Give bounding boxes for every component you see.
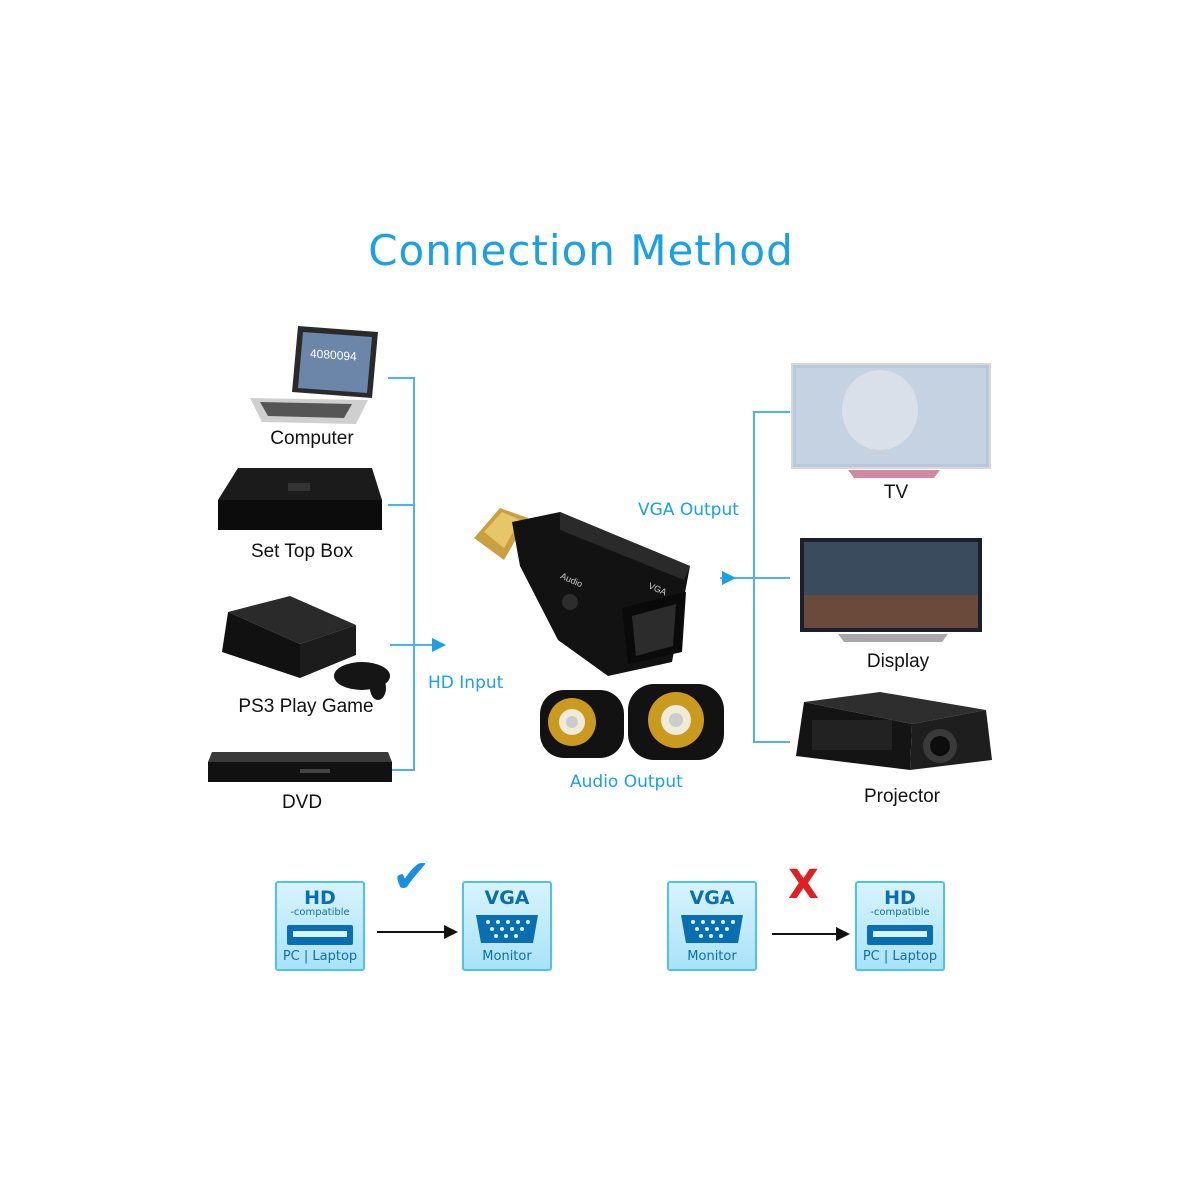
game-console-icon xyxy=(222,596,390,700)
badge-sub: -compatible xyxy=(870,907,930,918)
hd-input-label: HD Input xyxy=(428,673,504,693)
badge-head: VGA xyxy=(689,887,735,909)
vga-monitor-badge-unsupported: VGA Monitor xyxy=(667,881,757,971)
badge-foot: PC | Laptop xyxy=(862,949,938,964)
device-label-dvd: DVD xyxy=(281,792,323,813)
hdmi-vga-adapter-icon xyxy=(474,508,690,676)
cross-icon: X xyxy=(788,862,819,908)
vga-output-label: VGA Output xyxy=(638,500,739,520)
device-label-ps3: PS3 Play Game xyxy=(238,696,374,717)
check-icon: ✔ xyxy=(392,849,431,903)
vga-port-icon xyxy=(476,915,538,943)
badge-foot: Monitor xyxy=(482,949,532,964)
badge-head: HD xyxy=(304,887,336,909)
device-label-computer: Computer xyxy=(270,428,354,449)
hdmi-port-icon xyxy=(287,925,353,945)
laptop-icon xyxy=(250,326,378,424)
badge-head: HD xyxy=(884,887,916,909)
badge-foot: Monitor xyxy=(687,949,737,964)
device-label-tv: TV xyxy=(883,482,909,503)
tv-icon xyxy=(791,363,991,478)
hd-pc-laptop-badge-unsupported: HD -compatible PC | Laptop xyxy=(855,881,945,971)
hd-pc-laptop-badge: HD -compatible PC | Laptop xyxy=(275,881,365,971)
dvd-player-icon xyxy=(208,752,392,782)
vga-port-icon xyxy=(681,915,743,943)
audio-output-label: Audio Output xyxy=(570,772,683,792)
badge-foot: PC | Laptop xyxy=(282,949,358,964)
device-label-projector: Projector xyxy=(863,786,941,807)
set-top-box-icon xyxy=(218,468,382,530)
badge-head: VGA xyxy=(484,887,530,909)
hdmi-port-icon xyxy=(867,925,933,945)
diagram-title: Connection Method xyxy=(368,226,794,275)
speakers-icon xyxy=(540,684,724,760)
badge-sub: -compatible xyxy=(290,907,350,918)
vga-monitor-badge: VGA Monitor xyxy=(462,881,552,971)
monitor-icon xyxy=(800,538,982,642)
device-label-set-top-box: Set Top Box xyxy=(250,541,354,562)
projector-icon xyxy=(796,692,992,770)
device-label-display: Display xyxy=(866,651,930,672)
